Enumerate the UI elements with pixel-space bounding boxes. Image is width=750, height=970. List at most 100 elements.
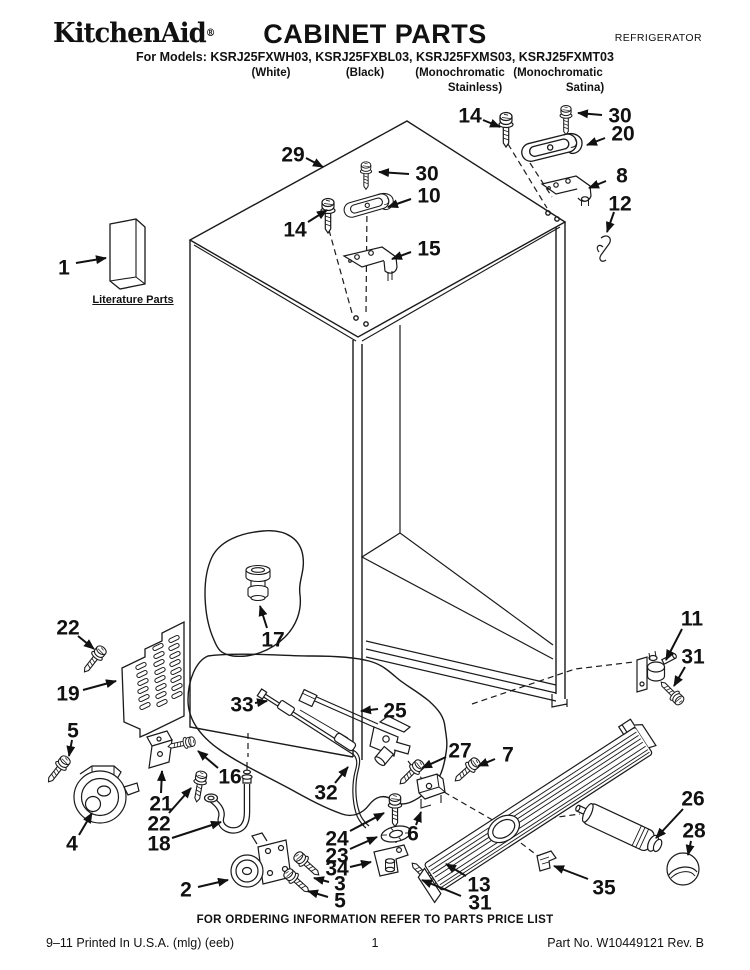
registered-mark-icon: ®	[205, 28, 216, 39]
callout-number: 22	[56, 617, 79, 640]
callout-16: 16	[197, 750, 242, 789]
callout-19: 19	[56, 679, 117, 706]
doc-type-label: REFRIGERATOR	[614, 32, 702, 44]
callout-arrow	[254, 698, 268, 708]
callout-7: 7	[477, 744, 514, 767]
callout-number: 24	[325, 828, 349, 851]
callout-27: 27	[421, 740, 472, 769]
callout-arrow	[349, 859, 372, 869]
callout-arrow	[391, 251, 412, 260]
callout-number: 7	[502, 744, 514, 767]
callout-8: 8	[588, 165, 628, 189]
callout-23: 23	[325, 836, 378, 868]
callout-number: 19	[56, 683, 79, 706]
tube-18	[203, 762, 253, 834]
finish-line: (Monochromatic	[513, 67, 603, 79]
callout-12: 12	[606, 193, 632, 233]
callout-21: 21	[149, 770, 173, 816]
callout-13: 13	[445, 863, 491, 897]
callout-arrow	[482, 119, 501, 128]
callout-11: 11	[665, 608, 704, 661]
water-filter-26	[575, 803, 663, 853]
left-hardware	[42, 642, 324, 898]
callout-arrow	[387, 198, 412, 208]
callout-number: 30	[415, 163, 438, 186]
filter-cap-28	[666, 852, 700, 886]
callout-number: 31	[468, 892, 492, 915]
grommet-17	[245, 564, 271, 602]
callout-18: 18	[147, 820, 222, 856]
roller-2	[230, 832, 292, 888]
callout-28: 28	[682, 820, 706, 856]
callout-arrow	[477, 758, 496, 767]
callout-number: 17	[261, 629, 284, 652]
callout-6: 6	[407, 811, 422, 846]
callout-20: 20	[586, 123, 635, 146]
callout-5: 5	[307, 890, 346, 913]
callout-number: 14	[283, 219, 307, 242]
finish-line: Satina)	[565, 81, 605, 94]
clip-35	[536, 850, 557, 872]
callout-number: 35	[592, 877, 616, 900]
callout-number: 32	[314, 782, 337, 805]
callout-35: 35	[553, 865, 616, 900]
bracket-34	[373, 844, 409, 877]
water-tube-assembly	[256, 688, 412, 829]
callout-number: 22	[147, 813, 170, 836]
finish-label: (Black)	[327, 66, 403, 81]
callout-arrow	[606, 211, 615, 233]
callout-30: 30	[378, 163, 439, 186]
screw-30-left	[359, 161, 373, 190]
callout-number: 11	[681, 608, 704, 631]
motor-4	[73, 765, 140, 824]
callout-arrow	[305, 157, 324, 168]
callout-number: 23	[325, 845, 348, 868]
callout-number: 31	[681, 646, 705, 669]
part-number: Part No. W10449121 Rev. B	[547, 936, 704, 950]
callout-arrow	[673, 666, 686, 687]
callout-17: 17	[258, 605, 285, 652]
callout-number: 14	[458, 105, 482, 128]
callout-arrow	[258, 605, 268, 629]
callout-arrow	[75, 255, 107, 265]
callout-22: 22	[147, 787, 192, 836]
callout-number: 27	[448, 740, 471, 763]
callout-number: 13	[467, 874, 490, 897]
callout-arrow	[553, 865, 589, 880]
finish-line: (Black)	[345, 67, 385, 79]
screw-31-right	[656, 677, 687, 708]
callout-arrow	[577, 109, 603, 119]
clamp-20	[519, 130, 585, 167]
callout-number: 20	[611, 123, 634, 146]
callout-1: 1	[58, 255, 107, 280]
callout-number: 18	[147, 833, 171, 856]
callout-2: 2	[180, 877, 229, 902]
callout-number: 15	[417, 238, 441, 261]
callout-number: 2	[180, 879, 192, 902]
callout-4: 4	[66, 812, 93, 856]
clamp-10	[341, 190, 396, 222]
callout-number: 12	[608, 193, 631, 216]
callout-number: 26	[681, 788, 704, 811]
callout-number: 10	[417, 185, 440, 208]
callout-arrow	[349, 836, 378, 850]
bracket-21	[146, 730, 173, 769]
callout-31: 31	[673, 646, 705, 687]
callout-arrow	[360, 705, 379, 715]
callout-number: 25	[383, 700, 407, 723]
callout-31: 31	[421, 879, 492, 915]
callout-arrow	[168, 787, 192, 814]
vent-panel	[121, 620, 185, 738]
page-number: 1	[371, 936, 379, 950]
callout-arrow	[665, 628, 683, 661]
bracket-8	[540, 175, 592, 206]
callout-number: 4	[66, 833, 78, 856]
callout-number: 29	[281, 144, 304, 167]
callout-arrow	[78, 812, 93, 836]
callout-26: 26	[655, 788, 705, 839]
cabinet-outline	[188, 120, 568, 760]
callout-arrow	[413, 811, 422, 826]
brand-logo: KitchenAid®	[53, 18, 215, 49]
callout-arrow	[655, 808, 684, 839]
